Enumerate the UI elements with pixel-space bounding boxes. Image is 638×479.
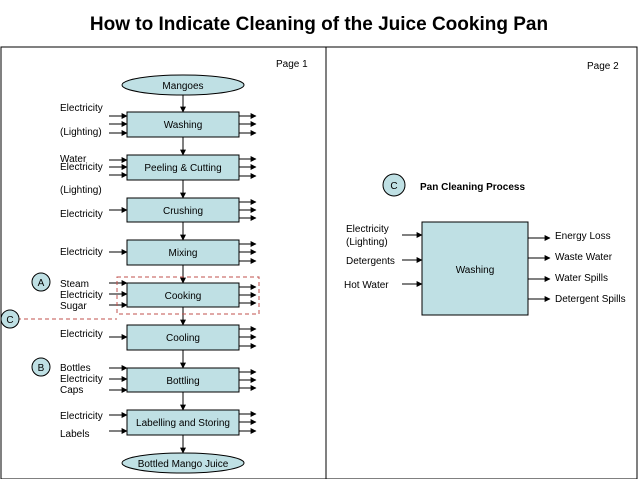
input-label: Electricity: [60, 411, 103, 422]
input-label: Electricity: [60, 290, 103, 301]
cooking-highlight: [116, 276, 260, 315]
input-label: Labels: [60, 429, 89, 440]
pan-washing-label: Washing: [456, 265, 495, 276]
input-label: Electricity: [60, 329, 103, 340]
page2-marker-c: [382, 173, 406, 197]
input-label: Electricity: [60, 103, 103, 114]
step-bottling-box: [126, 367, 240, 393]
marker-b-label: B: [38, 363, 45, 374]
pan-output-label: Energy Loss: [555, 231, 611, 242]
input-label: Steam: [60, 279, 89, 290]
start-node-label: Mangoes: [162, 81, 203, 92]
marker-a-label: A: [38, 278, 45, 289]
step-cooling-box: [126, 324, 240, 351]
pan-input-label: Hot Water: [344, 280, 389, 291]
page1-label: Page 1: [276, 59, 308, 70]
step-label: Washing: [164, 120, 203, 131]
page2-marker-label: C: [390, 181, 397, 192]
step-label: Peeling & Cutting: [144, 163, 221, 174]
input-label: Caps: [60, 385, 83, 396]
pan-output-label: Detergent Spills: [555, 294, 626, 305]
step-label: Cooking: [165, 291, 202, 302]
step-label: Bottling: [166, 376, 199, 387]
input-label: Electricity: [60, 247, 103, 258]
input-label: Electricity: [60, 209, 103, 220]
pan-input-label: Electricity: [346, 224, 389, 235]
input-label: Electricity: [60, 162, 103, 173]
pan-output-label: Water Spills: [555, 273, 608, 284]
input-label: (Lighting): [60, 127, 102, 138]
page2-label: Page 2: [587, 61, 619, 72]
pan-output-label: Waste Water: [555, 252, 613, 263]
marker-a: [31, 272, 51, 292]
step-label: Cooling: [166, 333, 200, 344]
input-label: (Lighting): [60, 185, 102, 196]
start-node-shape: [121, 74, 245, 96]
step-labelling-box: [126, 409, 240, 436]
pan-input-label: Detergents: [346, 256, 395, 267]
input-label: Electricity: [60, 374, 103, 385]
input-label: Water: [60, 154, 87, 165]
pan-input-label: (Lighting): [346, 237, 388, 248]
page2-frame: [325, 46, 638, 479]
pan-washing-box: [421, 221, 529, 316]
marker-b: [31, 357, 51, 377]
step-label: Mixing: [169, 248, 198, 259]
step-label: Labelling and Storing: [136, 418, 230, 429]
end-node-shape: [121, 452, 245, 474]
step-label: Crushing: [163, 206, 203, 217]
step-cooking-box: [126, 282, 240, 308]
marker-c: [0, 309, 20, 329]
input-label: Sugar: [60, 301, 87, 312]
input-label: Bottles: [60, 363, 91, 374]
marker-c-label: C: [6, 315, 13, 326]
diagram-title: How to Indicate Cleaning of the Juice Co…: [89, 14, 549, 35]
end-node-label: Bottled Mango Juice: [138, 459, 229, 470]
page2-heading: Pan Cleaning Process: [420, 182, 525, 193]
